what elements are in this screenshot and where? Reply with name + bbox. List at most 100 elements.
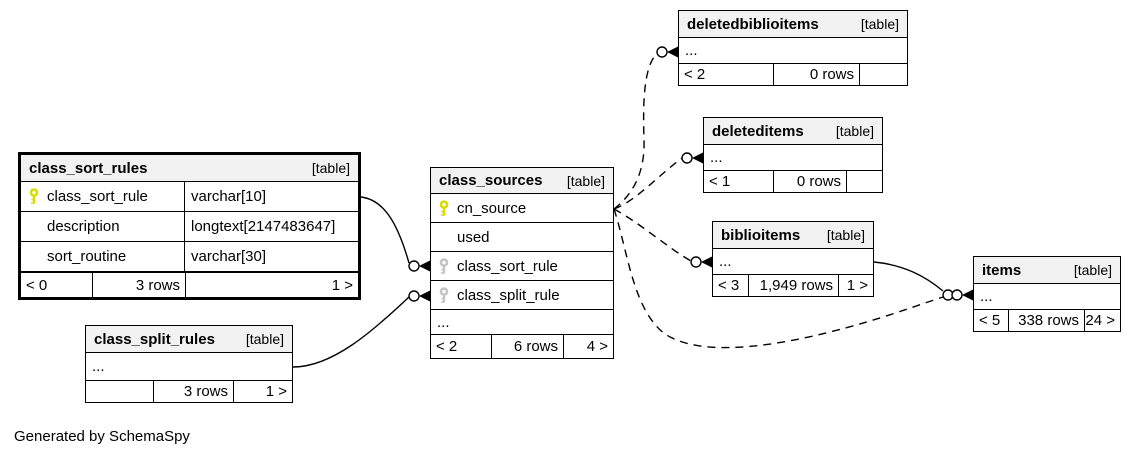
foreign-key-icon: [439, 286, 449, 303]
column-name: cn_source: [457, 199, 527, 217]
table-stats-footer: < 5 338 rows 24 >: [974, 309, 1120, 331]
parents-count: 4 >: [563, 335, 613, 358]
edge-class_sources-biblioitems: [613, 208, 712, 268]
arrowhead-marker: [692, 152, 703, 164]
open-dot-marker: [690, 256, 702, 268]
table-type-tag: [table]: [311, 160, 350, 176]
connector-line: [292, 296, 410, 368]
table-stats-footer: < 2 0 rows: [679, 63, 907, 85]
open-dot-marker: [951, 289, 963, 301]
edge-class_sort_rules-class_sources: [360, 196, 430, 272]
edge-class_sources-deleteditems: [613, 152, 703, 210]
column-row-description[interactable]: description longtext[2147483647]: [21, 212, 358, 242]
table-node-deletedbiblioitems[interactable]: deletedbiblioitems [table] ... < 2 0 row…: [678, 10, 908, 86]
column-type: varchar[10]: [191, 188, 267, 205]
table-stats-footer: < 2 6 rows 4 >: [431, 334, 613, 358]
table-type-tag: [table]: [1073, 262, 1112, 278]
parents-count: [859, 64, 907, 85]
arrowhead-marker: [962, 289, 973, 301]
table-header[interactable]: class_sources [table]: [431, 168, 613, 194]
column-name: class_sort_rule: [47, 188, 148, 205]
collapsed-columns-row: ...: [719, 253, 732, 270]
open-dot-marker: [681, 152, 693, 164]
children-count: < 5: [979, 312, 1001, 329]
children-count: < 3: [718, 277, 740, 294]
table-header[interactable]: deletedbiblioitems [table]: [679, 11, 907, 38]
arrowhead-marker: [701, 256, 712, 268]
table-title: class_split_rules: [94, 330, 215, 348]
parents-count: 24 >: [1084, 310, 1120, 331]
collapsed-columns-row: ...: [437, 313, 450, 331]
column-type: longtext[2147483647]: [191, 218, 336, 235]
edge-biblioitems-items: [873, 261, 973, 301]
table-node-biblioitems[interactable]: biblioitems [table] ... < 3 1,949 rows 1…: [712, 221, 874, 297]
open-dot-marker: [408, 260, 420, 272]
table-header[interactable]: class_split_rules [table]: [86, 326, 292, 353]
collapsed-columns-row: ...: [710, 149, 723, 166]
children-count: < 0: [26, 276, 48, 294]
connector-line: [873, 261, 944, 292]
table-node-class_sort_rules[interactable]: class_sort_rules [table] class_sort_rule…: [18, 152, 361, 300]
table-title: biblioitems: [721, 226, 801, 244]
column-row-cn_source[interactable]: cn_source: [431, 194, 613, 223]
table-title: class_sources: [439, 172, 543, 189]
row-count: 338 rows: [1008, 310, 1084, 331]
open-dot-marker: [408, 290, 420, 302]
table-type-tag: [table]: [566, 172, 605, 189]
arrowhead-marker: [419, 290, 430, 302]
connector-line: [613, 208, 692, 262]
column-row-sort_routine[interactable]: sort_routine varchar[30]: [21, 242, 358, 272]
table-title: class_sort_rules: [29, 159, 148, 177]
children-count: [86, 381, 153, 402]
parents-count: 1 >: [838, 275, 873, 296]
column-name: class_split_rule: [457, 286, 560, 304]
row-count: 0 rows: [773, 171, 846, 192]
primary-key-icon: [439, 199, 449, 216]
foreign-key-icon: [439, 257, 449, 274]
arrowhead-marker: [419, 260, 430, 272]
connector-line: [360, 196, 410, 264]
table-title: deleteditems: [712, 122, 804, 140]
table-node-items[interactable]: items [table] ... < 5 338 rows 24 >: [973, 256, 1121, 332]
column-name: used: [457, 228, 490, 246]
table-header[interactable]: class_sort_rules [table]: [21, 155, 358, 182]
parents-count: 1 >: [185, 273, 358, 297]
row-count: 1,949 rows: [748, 275, 838, 296]
table-header[interactable]: items [table]: [974, 257, 1120, 284]
table-type-tag: [table]: [835, 123, 874, 139]
row-count: 0 rows: [773, 64, 859, 85]
row-count: 3 rows: [153, 381, 233, 402]
row-count: 3 rows: [92, 273, 185, 297]
column-row-class_sort_rule[interactable]: class_sort_rule varchar[10]: [21, 182, 358, 212]
generator-credit: Generated by SchemaSpy: [14, 428, 190, 445]
children-count: < 1: [709, 173, 731, 190]
children-count: < 2: [684, 66, 706, 83]
column-row-used[interactable]: used: [431, 223, 613, 252]
collapsed-columns-row: ...: [685, 42, 698, 59]
table-header[interactable]: biblioitems [table]: [713, 222, 873, 249]
connector-line: [613, 208, 944, 349]
row-count: 6 rows: [491, 335, 563, 358]
table-title: items: [982, 261, 1022, 279]
open-dot-marker: [656, 46, 668, 58]
arrowhead-marker: [667, 46, 678, 58]
table-node-class_split_rules[interactable]: class_split_rules [table] ... 3 rows 1 >: [85, 325, 293, 403]
table-type-tag: [table]: [245, 331, 284, 347]
table-node-class_sources[interactable]: class_sources [table] cn_source used: [430, 167, 614, 359]
column-row-class_split_rule[interactable]: class_split_rule: [431, 281, 613, 310]
connector-line: [613, 157, 683, 210]
table-stats-footer: < 0 3 rows 1 >: [21, 272, 358, 297]
column-row-class_sort_rule[interactable]: class_sort_rule: [431, 252, 613, 281]
edge-class_sources-deletedbiblioitems: [613, 46, 678, 210]
connector-line: [613, 52, 658, 210]
collapsed-columns-row: ...: [92, 358, 105, 375]
column-name: description: [47, 218, 120, 235]
table-stats-footer: < 1 0 rows: [704, 170, 882, 192]
table-type-tag: [table]: [826, 227, 865, 243]
table-header[interactable]: deleteditems [table]: [704, 118, 882, 145]
table-node-deleteditems[interactable]: deleteditems [table] ... < 1 0 rows: [703, 117, 883, 193]
primary-key-icon: [29, 188, 39, 204]
parents-count: [846, 171, 882, 192]
column-type: varchar[30]: [191, 248, 267, 265]
